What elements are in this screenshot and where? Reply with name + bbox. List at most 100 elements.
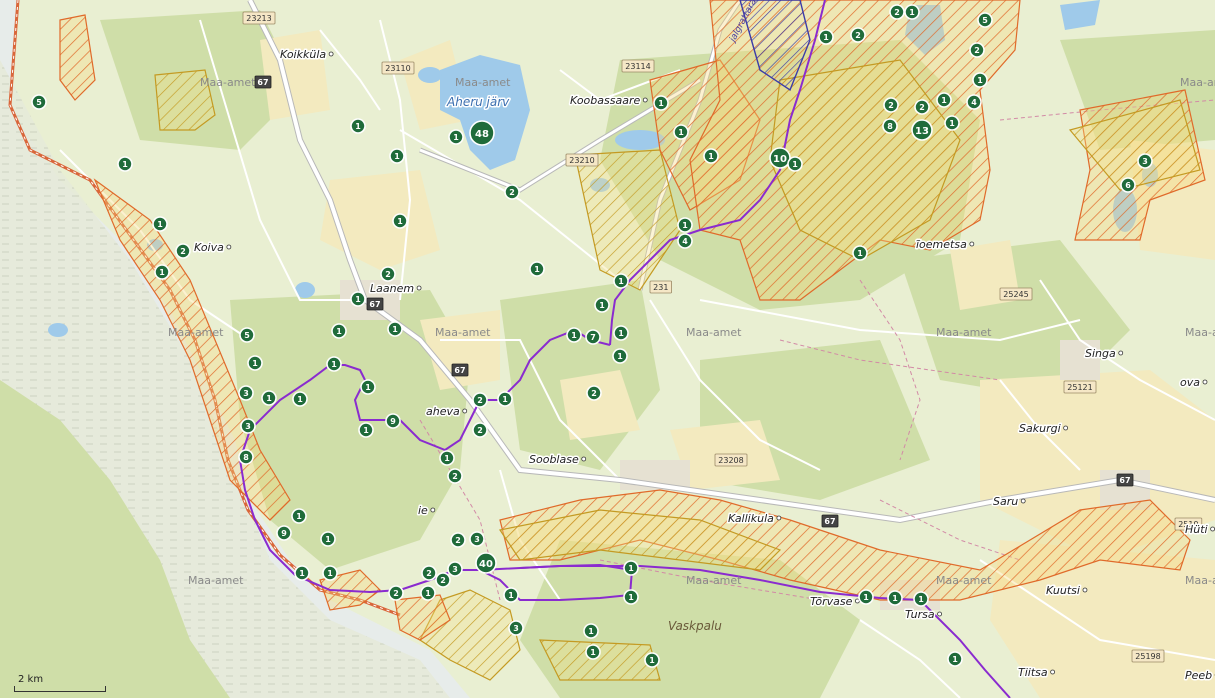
cluster-marker[interactable]: 48 xyxy=(469,120,495,146)
cluster-marker[interactable]: 2 xyxy=(586,385,602,401)
place-label-hiti: Hüti xyxy=(1185,523,1208,536)
watermark-label: Maa-amet xyxy=(1185,326,1215,339)
cluster-marker[interactable]: 1 xyxy=(887,590,903,606)
cluster-marker[interactable]: 1 xyxy=(261,390,277,406)
cluster-marker[interactable]: 2 xyxy=(447,468,463,484)
watermark-label: Maa-amet xyxy=(1180,76,1215,89)
cluster-marker[interactable]: 5 xyxy=(977,12,993,28)
svg-text:1: 1 xyxy=(508,591,514,600)
cluster-marker[interactable]: 4 xyxy=(966,94,982,110)
cluster-marker[interactable]: 3 xyxy=(508,620,524,636)
cluster-marker[interactable]: 1 xyxy=(360,379,376,395)
cluster-marker[interactable]: 13 xyxy=(911,119,933,141)
cluster-marker[interactable]: 8 xyxy=(882,118,898,134)
cluster-marker[interactable]: 1 xyxy=(420,585,436,601)
cluster-marker[interactable]: 8 xyxy=(238,449,254,465)
cluster-marker[interactable]: 1 xyxy=(612,348,628,364)
svg-text:8: 8 xyxy=(887,122,893,131)
cluster-marker[interactable]: 7 xyxy=(585,329,601,345)
cluster-marker[interactable]: 1 xyxy=(852,245,868,261)
watermark-label: Maa-amet xyxy=(1185,574,1215,587)
cluster-marker[interactable]: 1 xyxy=(292,391,308,407)
cluster-marker[interactable]: 2 xyxy=(388,585,404,601)
cluster-marker[interactable]: 2 xyxy=(450,532,466,548)
cluster-marker[interactable]: 1 xyxy=(152,216,168,232)
cluster-marker[interactable]: 2 xyxy=(914,99,930,115)
cluster-marker[interactable]: 2 xyxy=(380,266,396,282)
cluster-marker[interactable]: 2 xyxy=(883,97,899,113)
cluster-marker[interactable]: 1 xyxy=(358,422,374,438)
cluster-marker[interactable]: 1 xyxy=(448,129,464,145)
cluster-marker[interactable]: 1 xyxy=(904,4,920,20)
cluster-marker[interactable]: 1 xyxy=(585,644,601,660)
cluster-marker[interactable]: 6 xyxy=(1120,177,1136,193)
cluster-marker[interactable]: 2 xyxy=(969,42,985,58)
cluster-marker[interactable]: 10 xyxy=(769,147,791,169)
cluster-marker[interactable]: 2 xyxy=(175,243,191,259)
cluster-marker[interactable]: 1 xyxy=(613,273,629,289)
cluster-marker[interactable]: 40 xyxy=(475,552,497,574)
cluster-marker[interactable]: 2 xyxy=(889,4,905,20)
cluster-marker[interactable]: 1 xyxy=(613,325,629,341)
cluster-marker[interactable]: 1 xyxy=(320,531,336,547)
cluster-marker[interactable]: 1 xyxy=(703,148,719,164)
cluster-marker[interactable]: 1 xyxy=(389,148,405,164)
cluster-marker[interactable]: 1 xyxy=(944,115,960,131)
cluster-marker[interactable]: 1 xyxy=(677,217,693,233)
cluster-marker[interactable]: 1 xyxy=(972,72,988,88)
cluster-marker[interactable]: 2 xyxy=(504,184,520,200)
cluster-marker[interactable]: 1 xyxy=(350,118,366,134)
cluster-marker[interactable]: 1 xyxy=(387,321,403,337)
cluster-marker[interactable]: 2 xyxy=(435,572,451,588)
cluster-marker[interactable]: 1 xyxy=(623,560,639,576)
cluster-marker[interactable]: 1 xyxy=(787,156,803,172)
cluster-marker[interactable]: 1 xyxy=(594,297,610,313)
cluster-marker[interactable]: 9 xyxy=(276,525,292,541)
cluster-marker[interactable]: 1 xyxy=(326,356,342,372)
cluster-marker[interactable]: 1 xyxy=(350,291,366,307)
cluster-marker[interactable]: 2 xyxy=(421,565,437,581)
cluster-marker[interactable]: 4 xyxy=(677,233,693,249)
main-road-shield: 67 xyxy=(821,514,839,528)
cluster-marker[interactable]: 1 xyxy=(936,92,952,108)
cluster-marker[interactable]: 1 xyxy=(818,29,834,45)
cluster-marker[interactable]: 1 xyxy=(291,508,307,524)
cluster-marker[interactable]: 1 xyxy=(623,589,639,605)
cluster-marker[interactable]: 3 xyxy=(238,385,254,401)
cluster-marker[interactable]: 1 xyxy=(653,95,669,111)
cluster-marker[interactable]: 1 xyxy=(154,264,170,280)
cluster-marker[interactable]: 1 xyxy=(644,652,660,668)
svg-text:2: 2 xyxy=(180,247,186,256)
cluster-marker[interactable]: 3 xyxy=(1137,153,1153,169)
cluster-marker[interactable]: 1 xyxy=(566,327,582,343)
cluster-marker[interactable]: 1 xyxy=(583,623,599,639)
cluster-marker[interactable]: 1 xyxy=(247,355,263,371)
cluster-marker[interactable]: 2 xyxy=(472,422,488,438)
cluster-marker[interactable]: 3 xyxy=(240,418,256,434)
cluster-marker[interactable]: 5 xyxy=(31,94,47,110)
cluster-marker[interactable]: 1 xyxy=(673,124,689,140)
cluster-marker[interactable]: 1 xyxy=(858,589,874,605)
svg-text:1: 1 xyxy=(331,360,337,369)
cluster-marker[interactable]: 1 xyxy=(913,591,929,607)
cluster-marker[interactable]: 1 xyxy=(392,213,408,229)
cluster-marker[interactable]: 2 xyxy=(472,392,488,408)
cluster-marker[interactable]: 9 xyxy=(385,413,401,429)
cluster-marker[interactable]: 1 xyxy=(331,323,347,339)
cluster-marker[interactable]: 1 xyxy=(497,391,513,407)
cluster-marker[interactable]: 1 xyxy=(439,450,455,466)
cluster-marker[interactable]: 1 xyxy=(117,156,133,172)
cluster-marker[interactable]: 2 xyxy=(850,27,866,43)
cluster-marker[interactable]: 3 xyxy=(447,561,463,577)
cluster-marker[interactable]: 1 xyxy=(322,565,338,581)
cluster-marker[interactable]: 1 xyxy=(294,565,310,581)
cluster-marker[interactable]: 5 xyxy=(239,327,255,343)
cluster-marker[interactable]: 3 xyxy=(469,531,485,547)
main-road-shield: 67 xyxy=(366,297,384,311)
cluster-marker[interactable]: 1 xyxy=(947,651,963,667)
cluster-marker[interactable]: 1 xyxy=(529,261,545,277)
cluster-marker[interactable]: 1 xyxy=(503,587,519,603)
svg-text:23208: 23208 xyxy=(718,456,743,465)
